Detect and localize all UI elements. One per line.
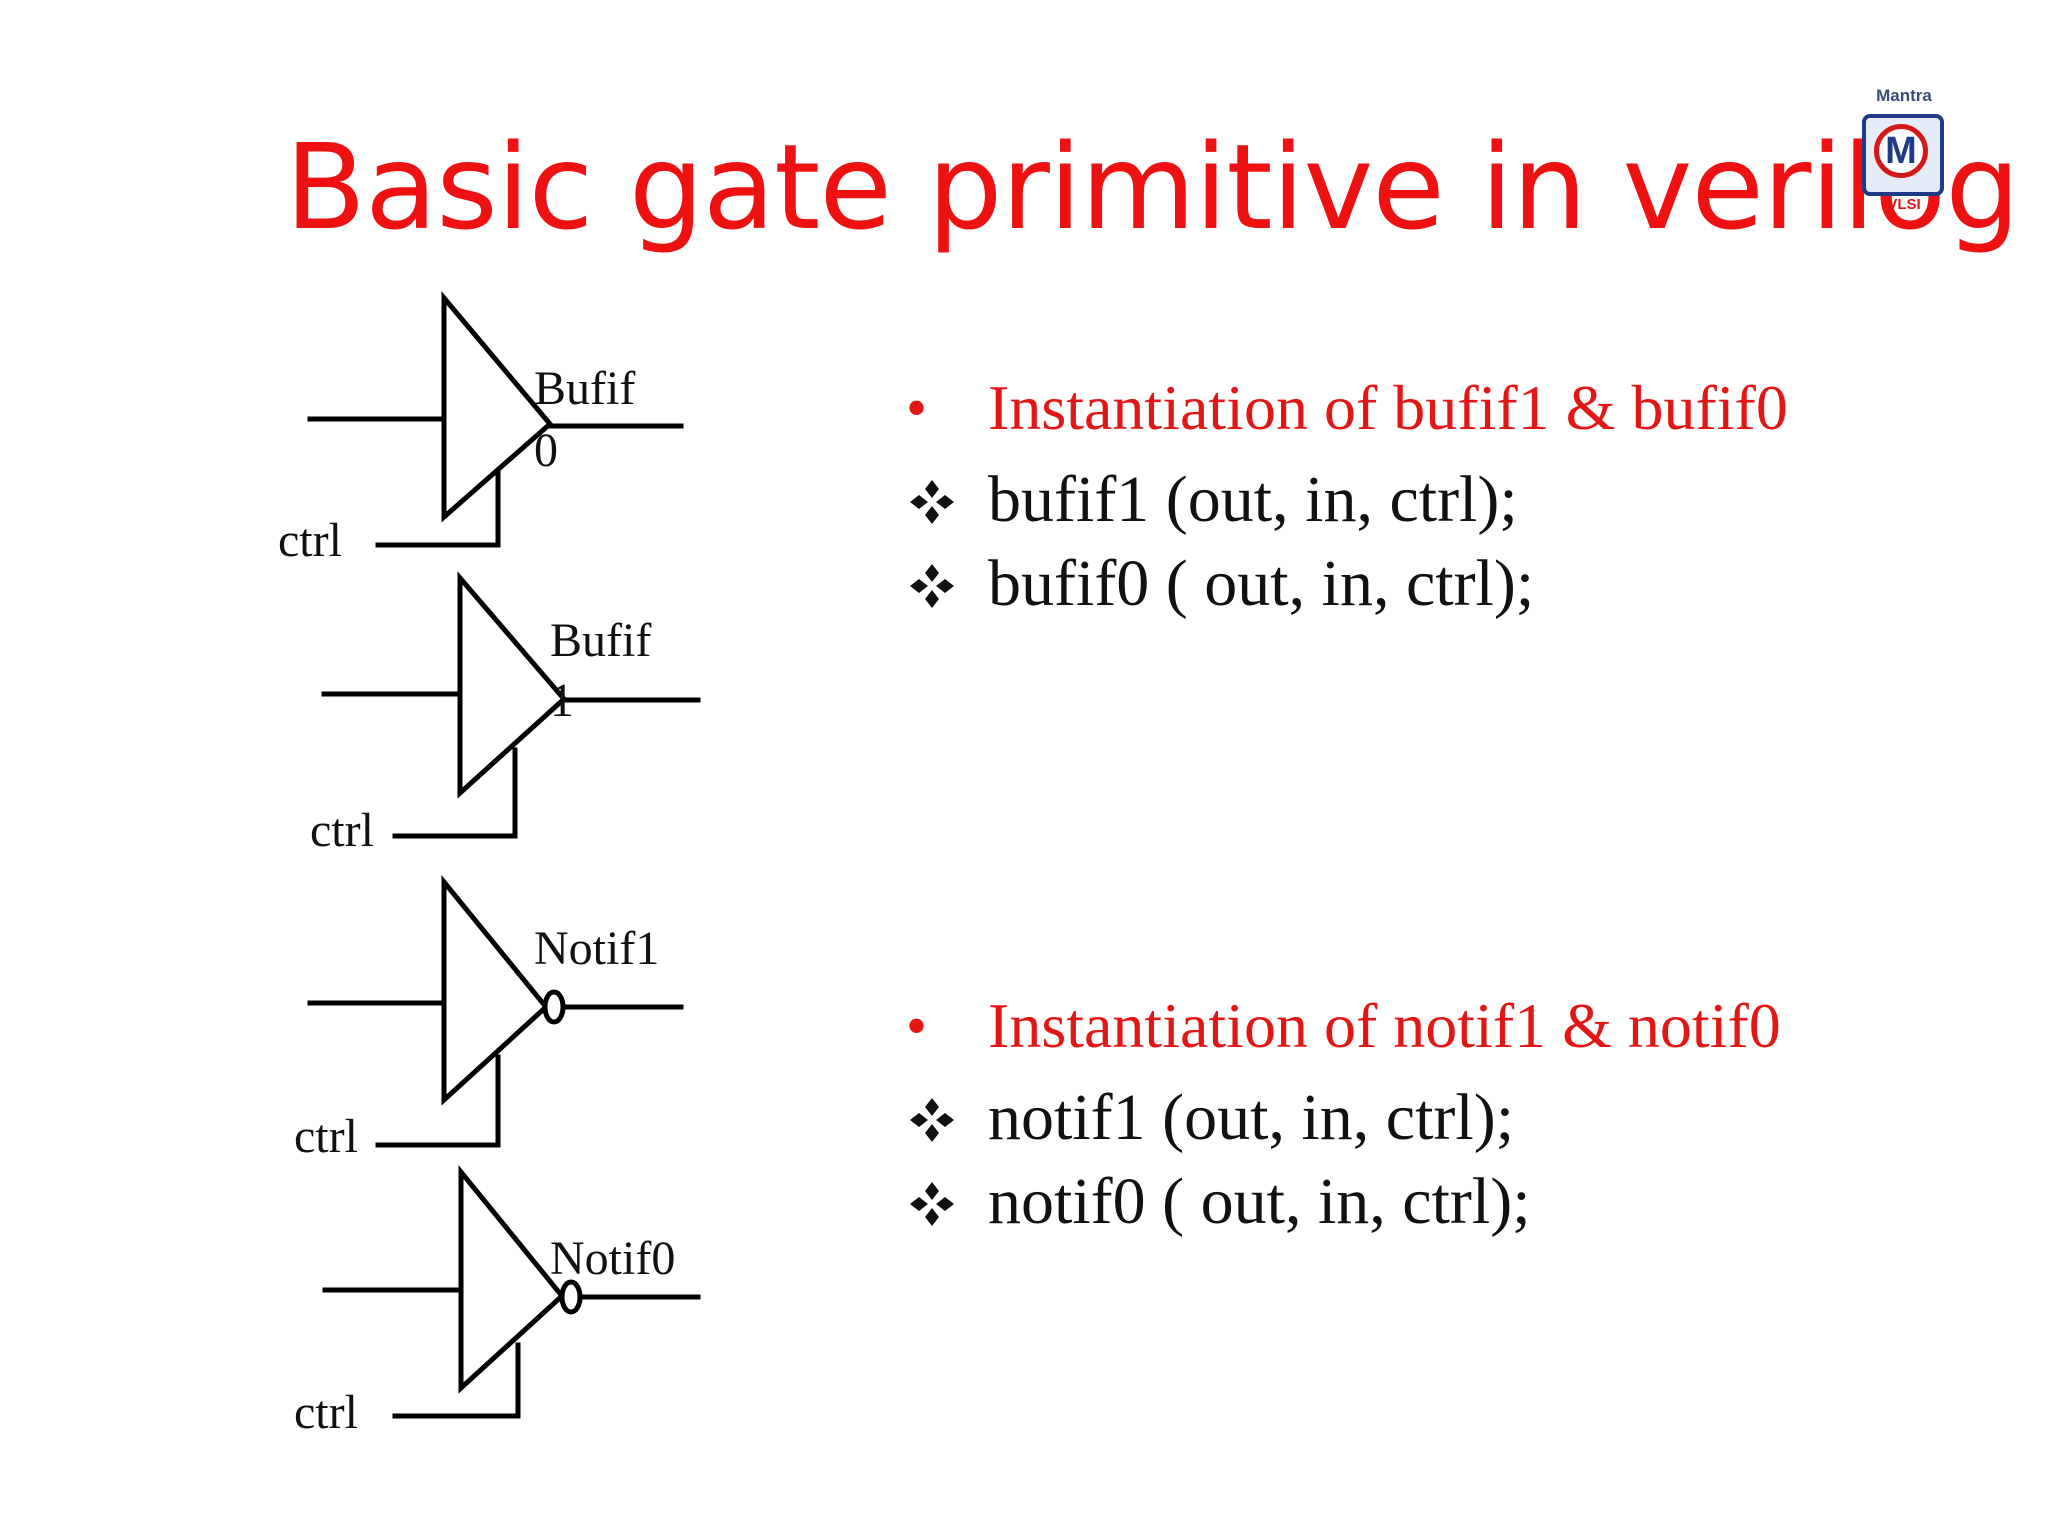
bullet-dot-icon: • [906,375,928,441]
list-item: notif1 (out, in, ctrl); [906,1076,1806,1160]
notif0-triangle [458,1164,566,1394]
bufif1-gate [321,571,701,839]
bufif0-ctrl-label: ctrl [278,514,342,567]
bufif1-triangle [457,571,568,799]
diamond-bullet-icon [910,1182,954,1226]
notif0-gate [322,1164,701,1419]
notif0-ctrl-label: ctrl [294,1386,358,1439]
bufif-heading-item: • Instantiation of bufif1 & bufif0 [906,372,1806,444]
notif-heading: Instantiation of notif1 & notif0 [988,990,1781,1061]
bufif-instantiation-list: • Instantiation of bufif1 & bufif0 bufif… [906,372,1806,626]
bufif0-label-line2: 0 [534,424,558,477]
bufif0-gate [307,291,684,548]
notif-heading-item: • Instantiation of notif1 & notif0 [906,990,1806,1062]
notif1-gate [307,874,684,1148]
notif1-triangle [441,874,550,1106]
notif1-ctrl-label: ctrl [294,1110,358,1163]
list-item: notif0 ( out, in, ctrl); [906,1160,1806,1244]
logo-circle: M [1874,124,1928,178]
notif1-ctrl-wire [375,1054,501,1148]
diamond-bullet-icon [910,1098,954,1142]
logo-top-text: Mantra [1876,86,1932,105]
bufif1-label-line1: Bufif [550,614,651,667]
bufif0-ctrl-wire [375,469,501,548]
notif0-label: Notif0 [550,1232,675,1285]
bufif0-syntax: bufif0 ( out, in, ctrl); [988,547,1535,620]
bufif0-label-line1: Bufif [534,362,635,415]
notif1-syntax: notif1 (out, in, ctrl); [988,1081,1515,1154]
bufif-heading: Instantiation of bufif1 & bufif0 [988,372,1788,443]
notif1-label: Notif1 [534,922,659,975]
notif1-inversion-bubble [542,989,566,1025]
diamond-bullet-icon [910,480,954,524]
notif0-inversion-bubble [559,1279,583,1315]
mantra-vlsi-logo: Mantra M VLSI [1858,84,1950,224]
notif0-syntax: notif0 ( out, in, ctrl); [988,1165,1531,1238]
bufif1-label-line2: 1 [550,674,574,727]
notif0-ctrl-wire [392,1342,521,1419]
logo-badge: M [1862,114,1944,196]
logo-bottom-text: VLSI [1887,196,1921,213]
list-item: bufif0 ( out, in, ctrl); [906,542,1806,626]
diamond-bullet-icon [910,564,954,608]
list-item: bufif1 (out, in, ctrl); [906,458,1806,542]
bufif1-syntax: bufif1 (out, in, ctrl); [988,463,1518,536]
notif-instantiation-list: • Instantiation of notif1 & notif0 notif… [906,990,1806,1244]
logo-letter: M [1885,130,1917,172]
slide-title: Basic gate primitive in verilog [285,118,2020,256]
bufif1-ctrl-wire [392,747,518,839]
bufif1-ctrl-label: ctrl [310,804,374,857]
bullet-dot-icon: • [906,993,928,1059]
